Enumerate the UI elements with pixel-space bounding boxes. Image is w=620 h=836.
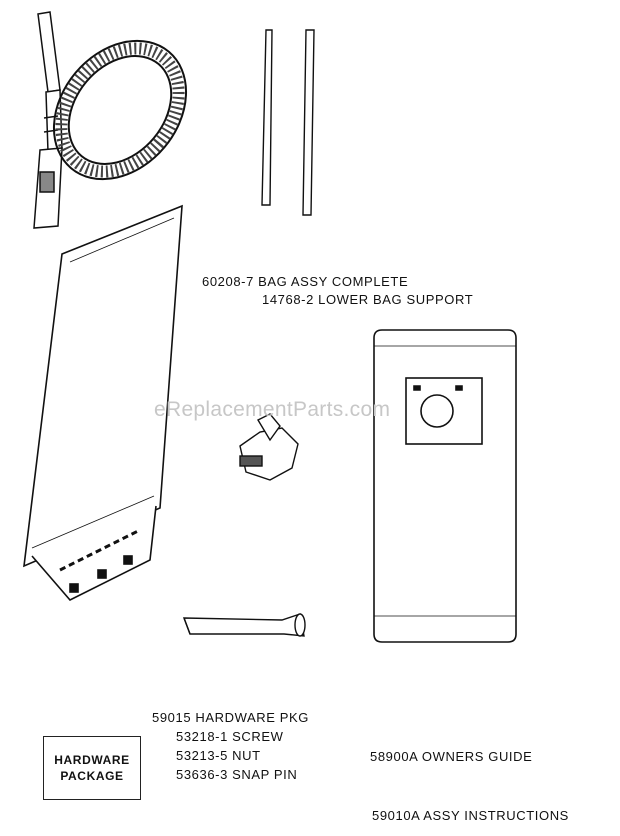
bag-assembly-part	[23, 204, 183, 601]
watermark: eReplacementParts.com	[154, 398, 391, 421]
bag-assy-label: 60208-7 BAG ASSY COMPLETE	[202, 274, 409, 289]
snap-pin-label: 53636-3 SNAP PIN	[176, 767, 298, 782]
hardware-package-box: HARDWARE PACKAGE	[43, 736, 141, 800]
lower-bag-support-label: 14768-2 LOWER BAG SUPPORT	[262, 292, 474, 307]
hardware-pkg-label: 59015 HARDWARE PKG	[152, 710, 309, 725]
hose-part	[33, 11, 188, 229]
assy-instructions-label: 59010A ASSY INSTRUCTIONS	[372, 808, 569, 823]
lower-bag-support-part	[261, 29, 315, 216]
fitting-part	[239, 413, 299, 481]
hardware-box-line2: PACKAGE	[60, 769, 124, 783]
owners-guide-label: 58900A OWNERS GUIDE	[370, 749, 533, 764]
hardware-box-line1: HARDWARE	[54, 753, 130, 767]
nut-label: 53213-5 NUT	[176, 748, 261, 763]
screw-label: 53218-1 SCREW	[176, 729, 284, 744]
crevice-tool-part	[182, 613, 306, 637]
owners-guide-part	[373, 329, 517, 643]
